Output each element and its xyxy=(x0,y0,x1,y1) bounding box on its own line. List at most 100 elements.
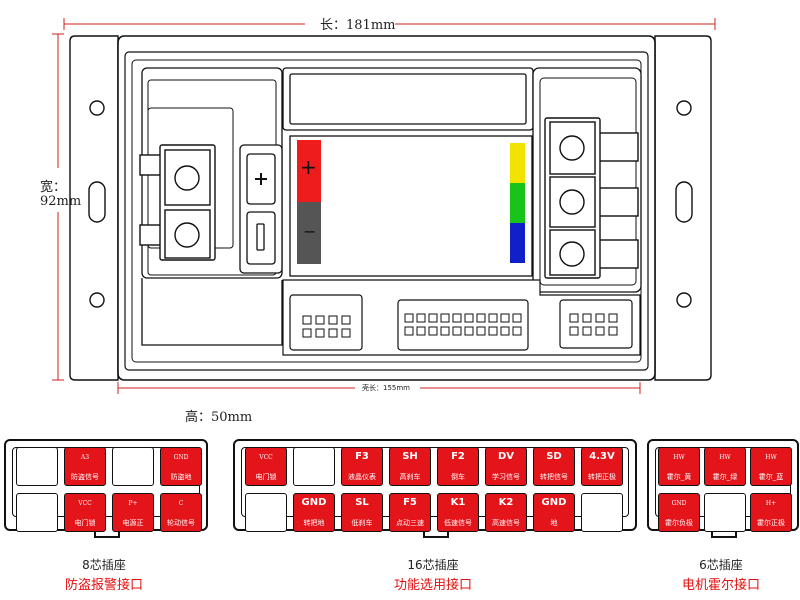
connector-8pin-title: 8芯插座 xyxy=(82,558,126,572)
pcb-pin xyxy=(512,326,522,336)
pin-label: 高速信号 xyxy=(492,519,520,527)
pcb-pin xyxy=(315,328,325,338)
connector-pin: H+ 霍尔正极 xyxy=(750,493,792,532)
mount-hole-icon xyxy=(89,100,105,116)
connector-pin xyxy=(704,493,746,532)
pcb-pin xyxy=(595,313,605,323)
pin-label: 高刹车 xyxy=(399,473,421,481)
pin-label: 电门锁 xyxy=(255,473,277,481)
controller-drawing xyxy=(52,18,716,394)
pin-label: 霍尔_蓝 xyxy=(758,473,784,481)
height-label: 高：50mm xyxy=(185,410,253,425)
pcb-pin xyxy=(582,326,592,336)
pcb-pin xyxy=(328,328,338,338)
connector-pin: GND 地 xyxy=(533,493,575,532)
pcb-pin xyxy=(464,326,474,336)
dimension-lines xyxy=(52,18,716,394)
connector-16pin-title: 16芯插座 xyxy=(407,558,459,572)
pcb-pin xyxy=(416,326,426,336)
polarity-plate xyxy=(239,144,283,274)
pin-code: GND xyxy=(671,500,687,507)
pcb-pin xyxy=(608,326,618,336)
pin-code: GND xyxy=(541,497,567,508)
pcb-pin xyxy=(500,326,510,336)
connector-pin xyxy=(16,447,58,486)
connector-8pin-subtitle: 防盗报警接口 xyxy=(64,578,143,593)
pin-code: HW xyxy=(673,454,685,461)
pin-code: F2 xyxy=(451,451,465,462)
pcb-pin xyxy=(302,328,312,338)
connector-pin xyxy=(16,493,58,532)
power-terminal-block xyxy=(139,144,216,261)
pcb-pin xyxy=(315,315,325,325)
pin-label: 点动三速 xyxy=(396,519,424,527)
pin-code: SL xyxy=(355,497,369,508)
pcb-pin xyxy=(452,313,462,323)
pin-code: HW xyxy=(719,454,731,461)
negative-symbol: − xyxy=(303,222,317,241)
width-value: 92mm xyxy=(40,194,82,209)
connector-6pin-title: 6芯插座 xyxy=(699,558,743,572)
positive-symbol: + xyxy=(300,155,317,179)
pcb-pin xyxy=(302,315,312,325)
connector-pin: K2 高速信号 xyxy=(485,493,527,532)
pin-code: DV xyxy=(497,451,515,462)
pin-code: P+ xyxy=(128,500,138,507)
pcb-pin xyxy=(440,326,450,336)
pcb-pin xyxy=(440,313,450,323)
pin-label: 电源正 xyxy=(122,519,144,527)
negative-lead xyxy=(297,202,321,264)
phase-blue xyxy=(510,223,525,263)
pin-code: VCC xyxy=(78,500,92,507)
motor-phase-terminals xyxy=(544,117,639,279)
connector-16pin-subtitle: 功能选用接口 xyxy=(393,578,472,593)
connector-pin: HW 霍尔_蓝 xyxy=(750,447,792,486)
pin-code: HW xyxy=(765,454,777,461)
connector-pin xyxy=(245,493,287,532)
pin-code: 4.3V xyxy=(589,451,615,462)
pin-label: 霍尔正极 xyxy=(757,519,785,527)
pcb-pin xyxy=(428,326,438,336)
pcb-pin xyxy=(476,313,486,323)
pin-label: 防盗信号 xyxy=(71,473,99,481)
connector-pin xyxy=(112,447,154,486)
connector-pin: P+ 电源正 xyxy=(112,493,154,532)
pcb-pin xyxy=(488,326,498,336)
pin-label: 液晶仪表 xyxy=(348,473,376,481)
pcb-pin xyxy=(595,326,605,336)
pcb-pin xyxy=(569,313,579,323)
pin-code: H+ xyxy=(765,500,777,507)
pin-code: GND xyxy=(301,497,327,508)
connector-pin xyxy=(581,493,623,532)
pin-label: 电门锁 xyxy=(74,519,96,527)
pcb-pin xyxy=(428,313,438,323)
pin-label: 低速信号 xyxy=(444,519,472,527)
pin-code: GND xyxy=(173,454,189,461)
connector-pin: HW 霍尔_绿 xyxy=(704,447,746,486)
pcb-pin xyxy=(404,326,414,336)
pin-label: 防盗地 xyxy=(170,473,192,481)
shell-length-label: 壳长：155mm xyxy=(362,384,410,392)
pcb-pin xyxy=(512,313,522,323)
pin-code: K2 xyxy=(498,497,514,508)
pcb-pin xyxy=(476,326,486,336)
pin-label: 地 xyxy=(550,519,558,527)
pcb-pin xyxy=(464,313,474,323)
pcb-pin xyxy=(582,313,592,323)
pin-label: 霍尔_绿 xyxy=(712,473,738,481)
pcb-pin xyxy=(488,313,498,323)
pcb-pin xyxy=(569,326,579,336)
mounting-flange-left xyxy=(69,35,119,381)
